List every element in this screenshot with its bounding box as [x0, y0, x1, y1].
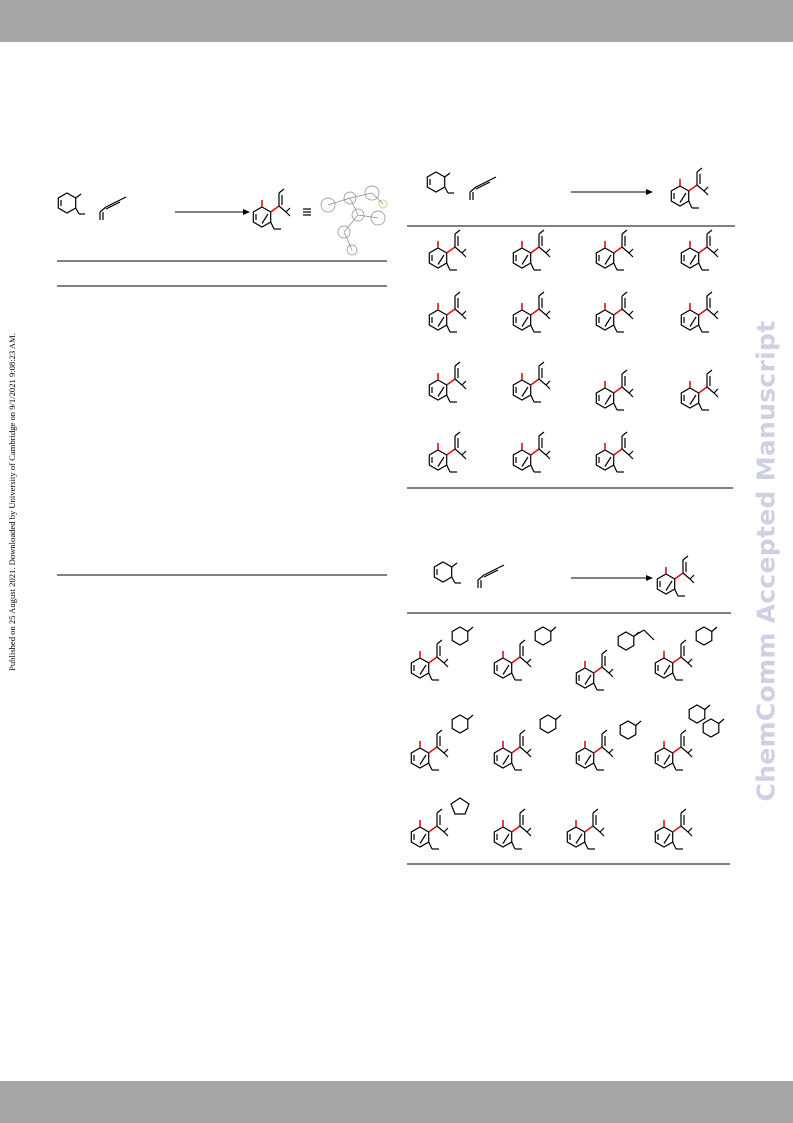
footer-band [0, 1081, 793, 1123]
thiophene-ring [450, 797, 470, 815]
scheme-1 [57, 185, 388, 576]
header-band [0, 0, 793, 42]
scheme-2 [407, 167, 735, 489]
scheme-3 [407, 555, 731, 865]
crystal-structure-image [320, 185, 388, 256]
